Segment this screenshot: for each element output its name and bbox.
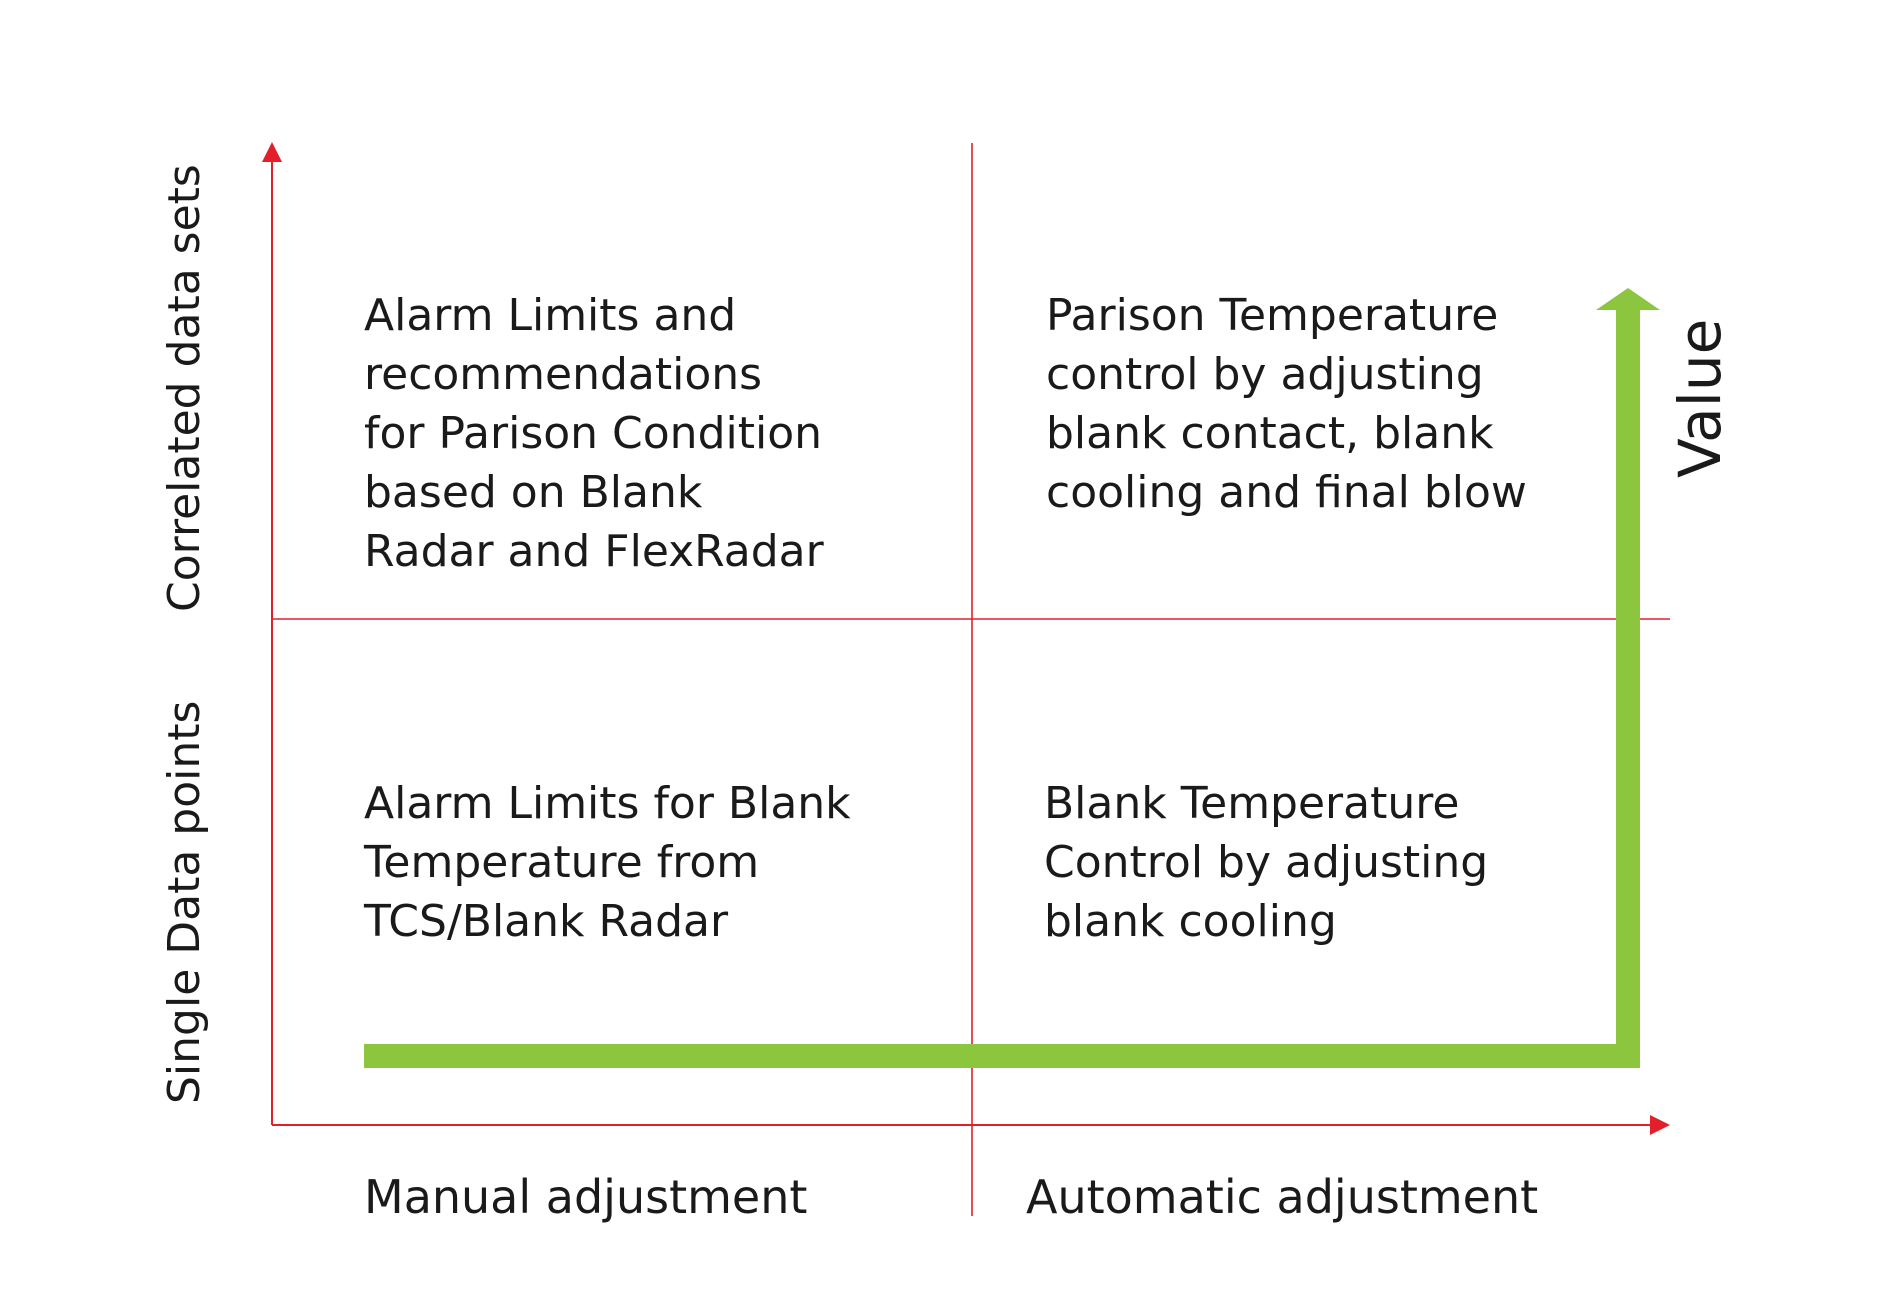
y-axis-arrowhead [262,142,282,162]
quadrant-bottom-right-text: Blank Temperature Control by adjusting b… [1044,778,1489,947]
y-axis-label-single: Single Data points [159,700,210,1104]
x-axis-label-manual: Manual adjustment [364,1170,808,1224]
x-axis-arrowhead [1650,1115,1670,1135]
value-arrow-path [364,304,1640,1068]
value-arrowhead [1596,288,1660,310]
value-label: Value [1666,318,1734,478]
quadrant-top-left-text: Alarm Limits and recommendations for Par… [364,290,824,577]
y-axis-label-correlated: Correlated data sets [159,164,210,612]
quadrant-bottom-left-text: Alarm Limits for Blank Temperature from … [364,778,851,947]
quadrant-top-right-text: Parison Temperature control by adjusting… [1046,290,1527,518]
x-axis-label-automatic: Automatic adjustment [1026,1170,1539,1224]
